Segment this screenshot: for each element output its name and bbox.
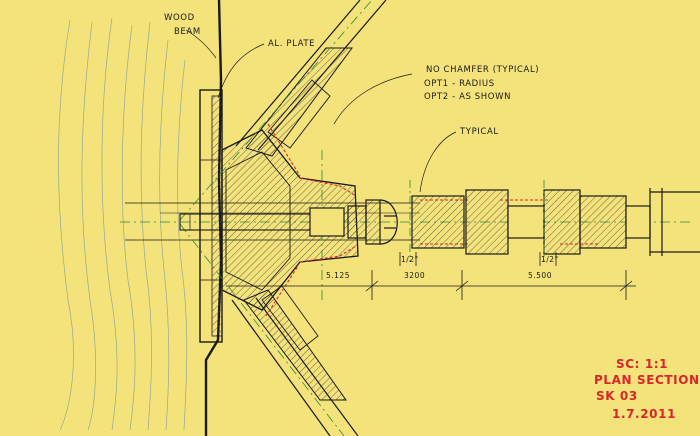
label-opt1: OPT1 - RADIUS — [424, 79, 495, 89]
upper-strut — [235, 0, 387, 157]
leader-lines — [185, 29, 457, 193]
dim-5125: 5.125 — [326, 271, 350, 280]
dimension-lines — [226, 252, 636, 300]
lower-strut — [231, 285, 359, 436]
title-scale: SC: 1:1 — [616, 357, 668, 371]
title-sheet: SK 03 — [596, 389, 638, 403]
wood-grain — [58, 17, 188, 431]
label-no-chamfer: NO CHAMFER (TYPICAL) — [426, 65, 539, 75]
tube-segments — [411, 188, 700, 256]
label-beam: BEAM — [174, 27, 201, 37]
tube-centerlines — [409, 180, 545, 262]
label-typical: TYPICAL — [459, 127, 499, 137]
label-wood: WOOD — [164, 13, 195, 23]
dim-half-1: 1/2" — [401, 255, 419, 264]
dim-5500: 5.500 — [528, 271, 552, 280]
dim-half-2: 1/2" — [541, 255, 559, 264]
label-al-plate: AL. PLATE — [268, 39, 315, 49]
title-block: SC: 1:1 PLAN SECTION SK 03 1.7.2011 — [594, 357, 700, 421]
title-date: 1.7.2011 — [612, 407, 676, 421]
end-cap — [365, 199, 398, 245]
label-opt2: OPT2 - AS SHOWN — [424, 92, 511, 102]
title-type: PLAN SECTION — [594, 373, 700, 387]
bolt — [179, 205, 367, 239]
dim-3200: 3200 — [404, 271, 425, 280]
